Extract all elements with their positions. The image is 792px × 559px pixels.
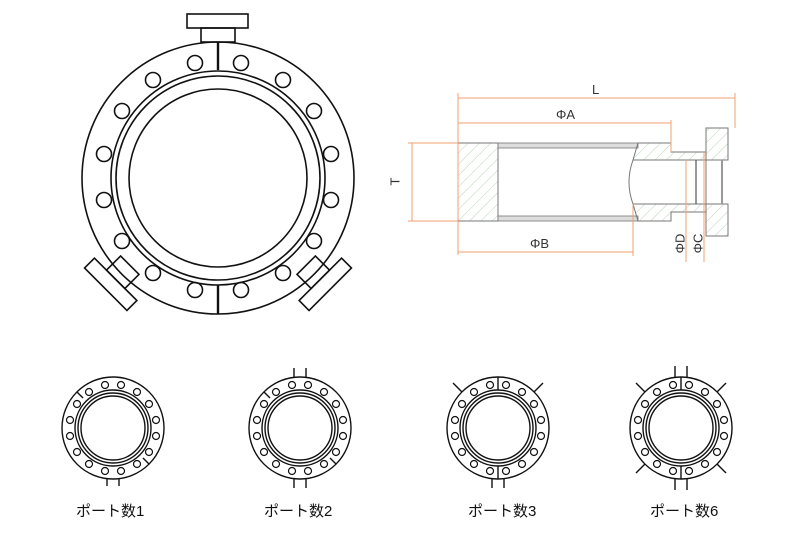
variant-1 [61,376,165,486]
bore [128,88,308,268]
bolt-holes [95,54,340,299]
top-port-flange [186,13,249,29]
dim-D-label: ΦD [672,233,688,254]
variant-label-2: ポート数2 [264,503,333,520]
gasket-ring-outer [110,70,326,286]
port-bottom-left [83,254,141,312]
top-port-neck [200,27,236,43]
section-view [408,93,736,262]
dim-T-label: T [387,177,403,186]
variant-label-3: ポート数3 [468,503,537,520]
front-view-flange [81,13,355,315]
dim-L-label: L [592,82,600,97]
variant-label-1: ポート数1 [76,503,145,520]
dim-A-label: ΦA [556,107,576,122]
gasket-ring-inner [115,75,321,281]
variant-3 [446,376,550,488]
variant-6 [629,366,733,490]
outer-rim [81,41,355,315]
variant-drawings [61,366,733,490]
port-bottom-right [295,254,353,312]
variant-label-6: ポート数6 [650,503,719,520]
dim-B-label: ΦB [530,236,550,251]
dimension-lines [408,93,736,262]
variant-2 [248,368,352,488]
dim-C-label: ΦC [690,233,706,254]
